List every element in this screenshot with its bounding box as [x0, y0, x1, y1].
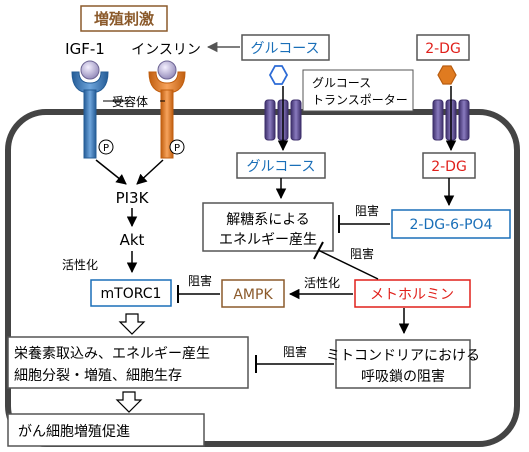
dg6po4-box — [391, 209, 511, 239]
mtorc1-label: mTORC1 — [101, 286, 162, 302]
ampk-box — [221, 279, 285, 308]
mtorc1-to-nutrient-arrow — [118, 313, 146, 335]
metformin-inhibits-glycolysis — [317, 249, 379, 280]
inhibit-label-ampk: 阻害 — [188, 273, 212, 288]
mito-label-line2: 呼吸鎖の阻害 — [361, 369, 445, 385]
phospho-insulin-label: P — [174, 143, 180, 154]
ampk-label: AMPK — [233, 287, 273, 303]
dg-inside-label: 2-DG — [431, 159, 467, 175]
glucose-hexagon-icon — [268, 65, 289, 85]
metformin-box — [354, 279, 471, 308]
growth-stimulus-label: 増殖刺激 — [94, 10, 155, 28]
dg6po4-label: 2-DG-6-PO4 — [410, 217, 493, 233]
cancer-box — [7, 413, 205, 447]
glycolysis-box — [202, 202, 334, 252]
nutrient-to-cancer-arrow — [115, 391, 143, 413]
inhibit-label-metformin-glycolysis: 阻害 — [350, 246, 374, 261]
glucose-inside-label: グルコース — [246, 159, 315, 175]
insulin-receptor — [148, 71, 186, 159]
nutrient-label-line2: 細胞分裂・増殖、細胞生存 — [14, 367, 182, 384]
receptor-label: 受容体 — [112, 94, 148, 109]
phospho-insulin-icon — [169, 139, 185, 155]
glucose-inside-box — [236, 152, 326, 179]
metformin-label: メトホルミン — [370, 287, 454, 303]
insulin-label: インスリン — [131, 42, 201, 58]
glucose-top-box — [241, 34, 330, 61]
cell-membrane — [5, 109, 520, 447]
akt-activation-label: 活性化 — [62, 258, 98, 272]
insulin-to-pi3k-arrow — [136, 159, 164, 185]
dg-inside-box — [422, 152, 476, 179]
inhibit-label-mito: 阻害 — [283, 344, 307, 359]
nutrient-label-line1: 栄養素取込み、エネルギー産生 — [14, 345, 210, 362]
transporter-label-line2: トランスポーター — [312, 93, 408, 107]
dg-top-box — [416, 34, 470, 61]
activation-label-ampk: 活性化 — [304, 276, 340, 290]
cancer-label: がん細胞増殖促進 — [18, 423, 130, 440]
mtorc1-box — [90, 279, 172, 307]
insulin-ligand — [157, 60, 177, 80]
transporter-label-box — [302, 69, 414, 112]
akt-label: Akt — [120, 231, 145, 249]
glycolysis-label-line2: エネルギー産生 — [219, 232, 317, 248]
transporter-label-line1: グルコース — [312, 76, 371, 90]
dg-transporter — [432, 99, 470, 141]
phospho-igf-icon — [98, 139, 114, 155]
phospho-igf-label: P — [103, 143, 109, 154]
dg-hexagon-icon — [437, 65, 457, 85]
mito-label-line1: ミトコンドリアにおける — [326, 348, 480, 364]
glucose-top-label: グルコース — [250, 41, 319, 57]
metformin-glycolysis-inhibit-bar — [313, 241, 324, 260]
mito-box — [335, 339, 471, 389]
pi3k-label: PI3K — [116, 189, 150, 207]
igf1-label: IGF-1 — [65, 40, 105, 58]
igf-to-pi3k-arrow — [95, 159, 127, 185]
growth-stimulus-box — [80, 5, 168, 32]
dg-top-label: 2-DG — [425, 41, 461, 57]
glycolysis-label-line1: 解糖系による — [226, 212, 310, 228]
igf1-receptor — [71, 71, 109, 159]
igf1-ligand — [80, 60, 100, 80]
inhibit-label-dg6po4: 阻害 — [355, 203, 379, 218]
nutrient-box — [7, 336, 249, 389]
